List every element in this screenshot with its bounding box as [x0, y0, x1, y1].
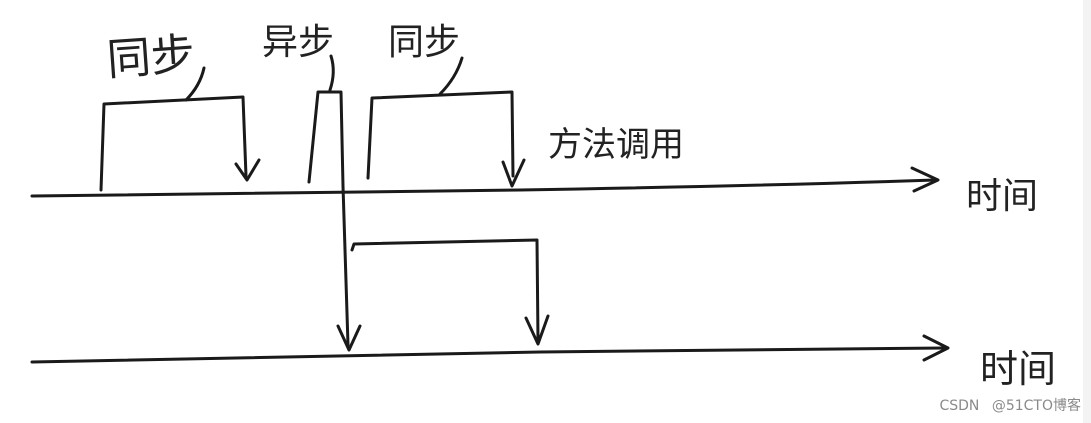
bottom-axis-arrowhead — [922, 334, 950, 362]
sync-left-label-pointer — [184, 66, 206, 102]
async-drop-arrowhead — [336, 324, 362, 352]
async-drop-line — [341, 184, 350, 347]
page-edge-strip — [1083, 0, 1091, 423]
watermark-csdn: CSDN — [939, 398, 980, 414]
method-call-label: 方法调用 — [548, 125, 684, 165]
top-axis-arrowhead — [910, 166, 940, 193]
async-spike — [307, 90, 345, 188]
watermark: CSDN @51CTO博客 — [931, 395, 1081, 415]
async-callback-branch — [350, 238, 540, 342]
sync-block-left-arrowhead — [234, 158, 261, 182]
sync-block-right — [366, 90, 515, 180]
bottom-time-axis — [30, 346, 947, 364]
sync-block-left — [99, 95, 248, 192]
watermark-blog: @51CTO博客 — [991, 398, 1081, 414]
sync-left-label: 同步 — [105, 29, 196, 86]
async-label: 异步 — [262, 22, 334, 63]
async-callback-arrowhead — [524, 314, 550, 346]
sync-block-right-arrowhead — [501, 158, 526, 188]
top-time-label: 时间 — [966, 176, 1038, 217]
sync-right-label: 同步 — [388, 22, 460, 63]
top-time-axis — [30, 178, 937, 198]
sync-right-label-pointer — [438, 56, 464, 96]
async-label-pointer — [328, 54, 335, 92]
bottom-time-label: 时间 — [980, 347, 1056, 391]
